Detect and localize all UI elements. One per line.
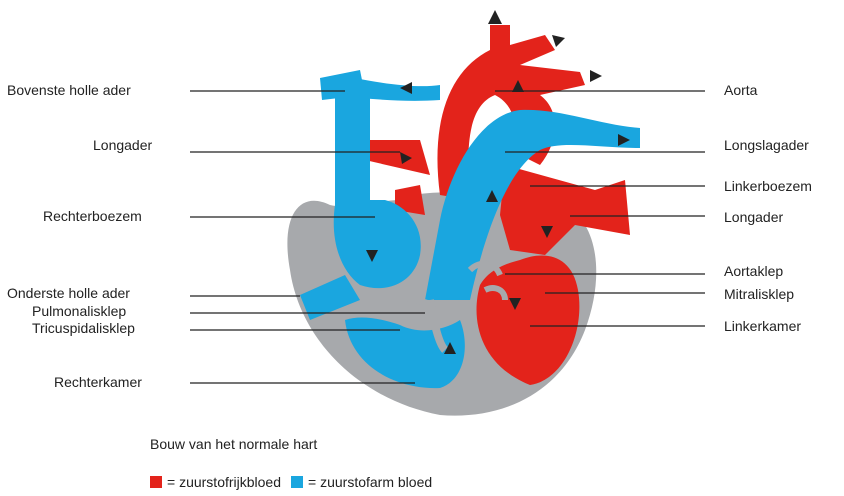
label-linkerboezem: Linkerboezem bbox=[724, 178, 812, 194]
pulmonary-vein-left bbox=[360, 140, 430, 175]
label-bovenste-holle-ader: Bovenste holle ader bbox=[7, 82, 131, 98]
label-linkerkamer: Linkerkamer bbox=[724, 318, 801, 334]
legend-label-oxygen-rich: = zuurstofrijkbloed bbox=[167, 474, 281, 490]
label-pulmonalisklep: Pulmonalisklep bbox=[32, 303, 126, 319]
label-tricuspidalisklep: Tricuspidalisklep bbox=[32, 320, 135, 336]
legend-swatch-red bbox=[150, 476, 162, 488]
label-longader-right: Longader bbox=[724, 209, 783, 225]
label-aorta: Aorta bbox=[724, 82, 757, 98]
label-mitralisklep: Mitralisklep bbox=[724, 286, 794, 302]
legend: = zuurstofrijkbloed = zuurstofarm bloed bbox=[150, 474, 442, 490]
label-aortaklep: Aortaklep bbox=[724, 263, 783, 279]
legend-swatch-blue bbox=[291, 476, 303, 488]
label-rechterboezem: Rechterboezem bbox=[43, 208, 142, 224]
label-onderste-holle-ader: Onderste holle ader bbox=[7, 285, 130, 301]
svc-connector bbox=[355, 78, 440, 101]
legend-item-oxygen-rich: = zuurstofrijkbloed bbox=[150, 474, 281, 490]
label-longader-left: Longader bbox=[93, 137, 152, 153]
label-longslagader: Longslagader bbox=[724, 137, 809, 153]
diagram-caption: Bouw van het normale hart bbox=[150, 436, 317, 452]
legend-item-oxygen-poor: = zuurstofarm bloed bbox=[291, 474, 432, 490]
label-rechterkamer: Rechterkamer bbox=[54, 374, 142, 390]
legend-label-oxygen-poor: = zuurstofarm bloed bbox=[308, 474, 432, 490]
